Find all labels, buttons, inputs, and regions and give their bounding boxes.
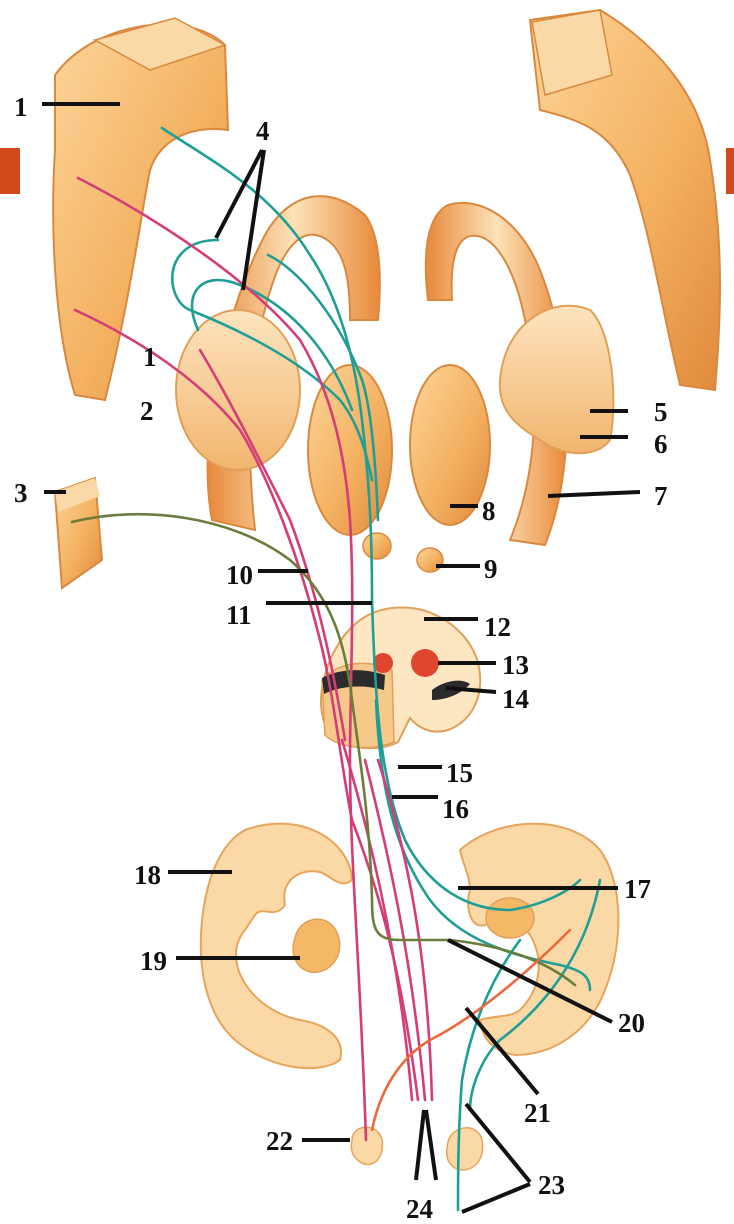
spinal-section-right xyxy=(460,824,618,1055)
label-14: 14 xyxy=(502,684,529,714)
label-21: 21 xyxy=(524,1098,551,1128)
label-18: 18 xyxy=(134,860,161,890)
label-13: 13 xyxy=(502,650,529,680)
subthalamic-right xyxy=(417,548,443,572)
label-22: 22 xyxy=(266,1126,293,1156)
label-12: 12 xyxy=(484,612,511,642)
label-9: 9 xyxy=(484,554,498,584)
thalamus-right xyxy=(410,365,490,525)
label-3: 3 xyxy=(14,478,28,508)
leader-24a xyxy=(416,1110,424,1180)
label-10: 10 xyxy=(226,560,253,590)
label-23: 23 xyxy=(538,1170,565,1200)
label-1-top: 1 xyxy=(14,92,28,122)
label-17: 17 xyxy=(624,874,651,904)
leader-24b xyxy=(426,1110,436,1180)
lentiform-left xyxy=(176,310,300,470)
leader-23b xyxy=(462,1184,530,1212)
label-20: 20 xyxy=(618,1008,645,1038)
label-5: 5 xyxy=(654,397,668,427)
label-11: 11 xyxy=(226,600,252,630)
label-2: 2 xyxy=(140,396,154,426)
red-nucleus-right xyxy=(411,649,439,677)
leader-4a xyxy=(216,150,262,238)
subthalamic-left xyxy=(363,533,391,559)
grey-matter-left xyxy=(293,919,340,972)
label-15: 15 xyxy=(446,758,473,788)
label-6: 6 xyxy=(654,429,668,459)
label-19: 19 xyxy=(140,946,167,976)
label-7: 7 xyxy=(654,481,668,511)
label-1: 1 xyxy=(143,342,157,372)
label-4: 4 xyxy=(256,116,270,146)
leader-7 xyxy=(548,492,640,496)
grey-matter-right xyxy=(486,898,534,938)
label-24: 24 xyxy=(406,1194,433,1224)
label-16: 16 xyxy=(442,794,469,824)
structures xyxy=(53,10,720,1170)
structure-23 xyxy=(447,1128,483,1170)
lentiform-right xyxy=(500,306,614,453)
label-8: 8 xyxy=(482,496,496,526)
